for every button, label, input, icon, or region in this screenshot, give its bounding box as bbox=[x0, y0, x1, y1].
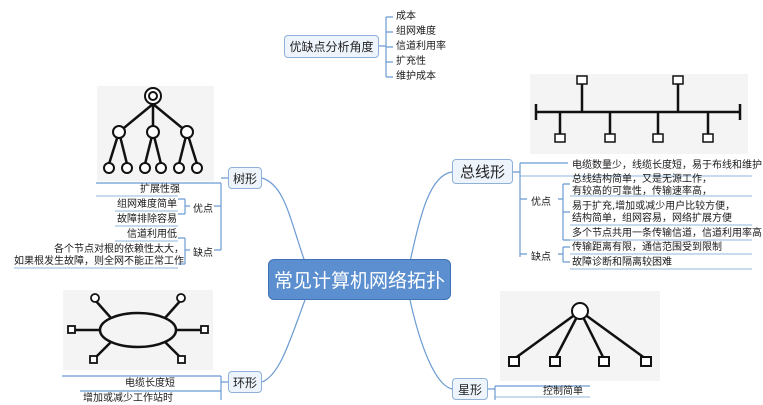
bus-cons-label: 缺点 bbox=[531, 252, 551, 263]
ring-item: 电缆长度短 bbox=[125, 378, 175, 389]
tree-pro-item: 组网难度简单 bbox=[117, 199, 177, 210]
pros-cons-item: 成本 bbox=[396, 11, 416, 22]
star-topology-node: 星形 bbox=[452, 378, 488, 400]
bus-pros-label: 优点 bbox=[531, 197, 551, 208]
pros-cons-item: 扩充性 bbox=[396, 56, 426, 67]
bus-con-item: 传输距离有限，通信范围受到限制 bbox=[572, 242, 722, 253]
bus-pro-item: 易于扩充,增加或减少用户比较方便， 结构简单，组网容易，网络扩展方便 bbox=[572, 201, 736, 224]
pros-cons-item: 组网难度 bbox=[396, 26, 436, 37]
star-item: 控制简单 bbox=[543, 386, 583, 397]
tree-topology-node: 树形 bbox=[228, 167, 262, 189]
bus-pro-item: 多个节点共用一条传输信道，信道利用率高 bbox=[572, 228, 762, 239]
pros-cons-angle-node: 优缺点分析角度 bbox=[284, 35, 379, 58]
tree-item: 扩展性强 bbox=[140, 184, 180, 195]
bus-pro-item: 总线结构简单，又是无源工作， 有较高的可靠性，传输速率高， bbox=[572, 174, 712, 197]
bus-item: 电缆数量少，线缆长度短，易于布线和维护 bbox=[572, 160, 762, 171]
central-topic: 常见计算机网络拓扑 bbox=[268, 259, 451, 300]
pros-cons-item: 信道利用率 bbox=[396, 41, 446, 52]
tree-cons-label: 缺点 bbox=[193, 248, 213, 259]
ring-topology-node: 环形 bbox=[228, 371, 262, 393]
bus-topology-node: 总线形 bbox=[452, 159, 513, 184]
tree-pro-item: 故障排除容易 bbox=[117, 214, 177, 225]
tree-con-item: 各个节点对根的依赖性太大， 如果根发生故障，则全网不能正常工作 bbox=[14, 244, 184, 267]
bus-con-item: 故障诊断和隔离较困难 bbox=[572, 257, 672, 268]
tree-pros-label: 优点 bbox=[193, 204, 213, 215]
ring-topology-diagram bbox=[63, 290, 213, 370]
star-topology-diagram bbox=[500, 291, 660, 381]
tree-con-item: 信道利用低 bbox=[127, 229, 177, 240]
bus-topology-diagram bbox=[530, 74, 748, 154]
tree-topology-diagram bbox=[97, 86, 214, 181]
ring-item: 增加或减少工作站时 bbox=[83, 393, 173, 404]
pros-cons-item: 维护成本 bbox=[396, 71, 436, 82]
